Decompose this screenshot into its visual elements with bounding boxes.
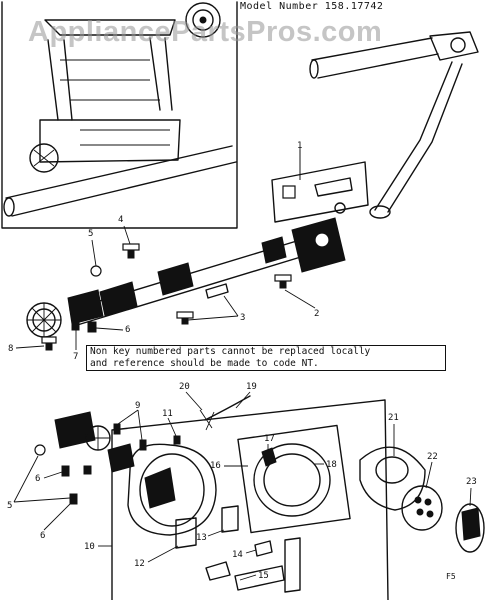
callout-18: 18 xyxy=(314,460,337,470)
machine-frame-inset xyxy=(1,1,238,229)
callout-6b: 6 xyxy=(35,471,63,484)
callout-label: 6 xyxy=(40,531,45,541)
callout-19: 19 xyxy=(235,382,257,409)
callout-16: 16 xyxy=(210,461,248,471)
callout-8: 8 xyxy=(8,344,45,354)
callout-4: 4 xyxy=(118,215,131,245)
callout-11: 11 xyxy=(162,409,177,437)
note-line-2: and reference should be made to code NT. xyxy=(90,358,319,369)
callout-label: 9 xyxy=(135,401,140,411)
callout-12: 12 xyxy=(134,545,179,569)
callout-label: 17 xyxy=(264,434,275,444)
callout-label: 5 xyxy=(88,229,93,239)
callout-3: 3 xyxy=(187,295,245,323)
callout-23: 23 xyxy=(466,477,477,507)
callout-2: 2 xyxy=(284,289,319,319)
callout-label: 6 xyxy=(125,325,130,335)
model-number-label: Model Number 158.17742 xyxy=(240,1,384,12)
drive-rod-assembly xyxy=(309,31,479,219)
callout-label: 19 xyxy=(246,382,257,392)
callout-5b: 5 xyxy=(7,455,71,511)
callout-15: 15 xyxy=(239,571,269,581)
callout-label: 5 xyxy=(7,501,12,511)
callout-label: 14 xyxy=(232,550,243,560)
callout-label: 1 xyxy=(297,141,302,151)
callout-label: 15 xyxy=(258,571,269,581)
callout-label: 3 xyxy=(240,313,245,323)
callout-label: 16 xyxy=(210,461,221,471)
lower-shaft-parts xyxy=(34,395,251,505)
callout-14: 14 xyxy=(232,549,257,560)
callout-21: 21 xyxy=(388,413,399,456)
callout-1: 1 xyxy=(297,141,302,180)
callout-label: 12 xyxy=(134,559,145,569)
callout-label: 22 xyxy=(427,452,438,462)
callout-label: 6 xyxy=(35,474,40,484)
inset-border xyxy=(1,1,238,229)
callout-6c: 6 xyxy=(40,503,71,541)
note-line-1: Non key numbered parts cannot be replace… xyxy=(90,346,371,357)
callout-label: 11 xyxy=(162,409,173,419)
hook-housing xyxy=(127,443,301,593)
main-shaft xyxy=(26,217,346,351)
callout-9: 9 xyxy=(117,401,143,441)
callout-label: 23 xyxy=(466,477,477,487)
callout-7: 7 xyxy=(73,330,78,362)
watermark: AppliancePartsPros.com xyxy=(28,16,383,48)
callout-label: 20 xyxy=(179,382,190,392)
figure-mark: F5 xyxy=(446,572,456,581)
callout-label: 18 xyxy=(326,460,337,470)
callout-6a: 6 xyxy=(95,325,130,335)
callout-label: 8 xyxy=(8,344,13,354)
callout-label: 10 xyxy=(84,542,95,552)
callout-20: 20 xyxy=(179,382,203,411)
callout-22: 22 xyxy=(425,452,438,489)
callout-label: 7 xyxy=(73,352,78,362)
callout-10: 10 xyxy=(84,542,112,552)
callout-label: 4 xyxy=(118,215,123,225)
part-1-bracket xyxy=(271,148,369,223)
callout-17: 17 xyxy=(264,434,275,452)
callout-13: 13 xyxy=(196,529,225,543)
callout-label: 21 xyxy=(388,413,399,423)
callout-label: 13 xyxy=(196,533,207,543)
callout-5a: 5 xyxy=(88,229,97,267)
callout-label: 2 xyxy=(314,309,319,319)
parts-21-23 xyxy=(359,446,485,553)
bobbin-case-inset xyxy=(237,424,351,534)
replacement-note: Non key numbered parts cannot be replace… xyxy=(86,345,446,371)
